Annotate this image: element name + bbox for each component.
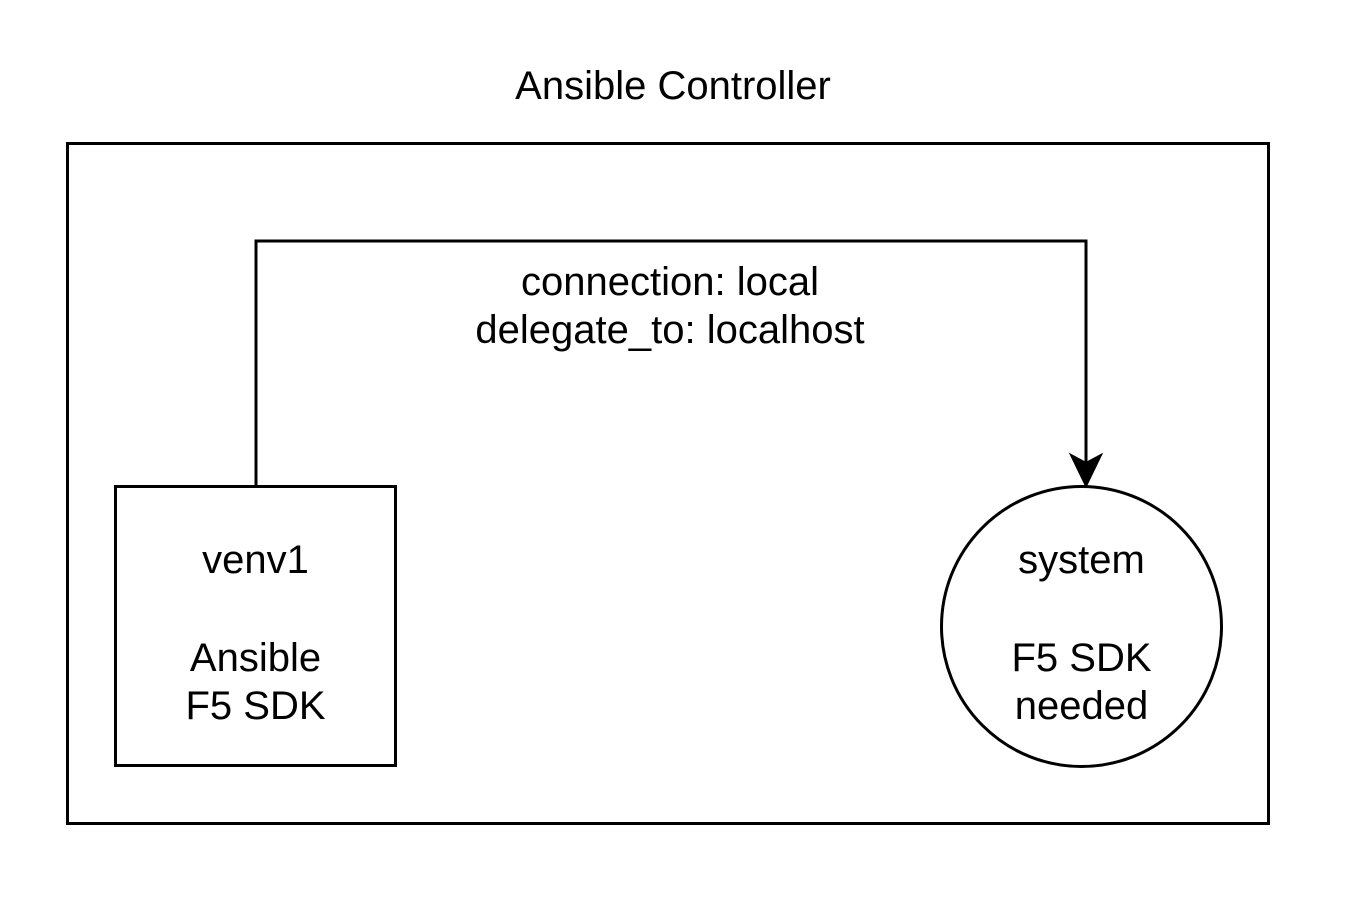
venv1-node-line-1: Ansible <box>189 636 322 680</box>
connector-label: connection: local delegate_to: localhost <box>370 258 970 354</box>
ansible-controller-container <box>66 142 1270 825</box>
diagram-title: Ansible Controller <box>515 64 831 108</box>
connector-label-line-1: connection: local <box>521 260 819 304</box>
connector-label-line-2: delegate_to: localhost <box>475 308 865 352</box>
venv1-node-title: venv1 <box>202 538 309 582</box>
connector-line <box>254 239 1088 485</box>
system-node-line-1: F5 SDK <box>1011 636 1152 680</box>
connector-arrowhead <box>1068 452 1104 489</box>
system-node-title: system <box>1018 538 1145 582</box>
venv1-node: venv1 Ansible F5 SDK <box>114 485 397 767</box>
system-node-line-2: needed <box>1014 684 1149 728</box>
system-node: system F5 SDK needed <box>940 485 1223 768</box>
venv1-node-line-2: F5 SDK <box>185 684 326 728</box>
